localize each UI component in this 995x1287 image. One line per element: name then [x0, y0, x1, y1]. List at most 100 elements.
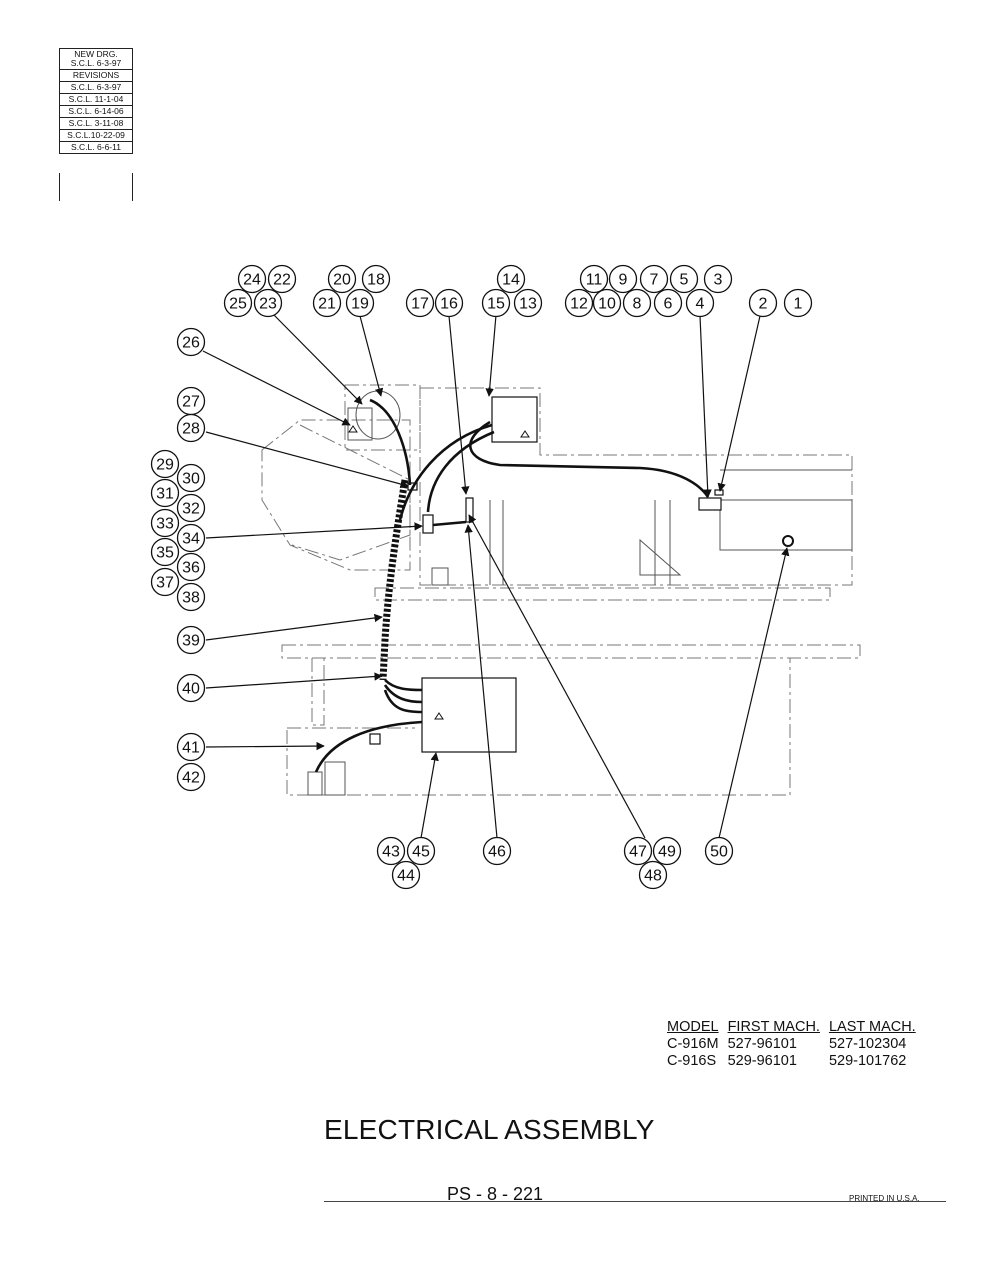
- callout-number-28: 28: [182, 421, 200, 438]
- callout-number-10: 10: [598, 296, 616, 313]
- callout-number-17: 17: [411, 296, 429, 313]
- model-column-header: MODEL: [667, 1019, 719, 1035]
- footer-rule: [324, 1201, 946, 1202]
- page-number: PS - 8 - 221: [447, 1184, 544, 1204]
- cable-lower-box-3: [383, 689, 423, 714]
- callout-number-9: 9: [619, 272, 628, 289]
- callout-balloon-14: [496, 264, 526, 294]
- new-drawing-date: S.C.L. 6-3-97: [70, 58, 122, 68]
- cable-upper-box-down-1: [398, 423, 493, 521]
- callout-number-44: 44: [397, 868, 415, 885]
- first-machine-column-header: FIRST MACH.: [727, 1019, 820, 1035]
- leader-46: [464, 524, 498, 839]
- model-cell: C-916M: [667, 1036, 719, 1052]
- leader-lines: [202, 312, 790, 839]
- callout-balloon-8: [622, 288, 652, 318]
- callout-balloon-26: [176, 327, 206, 357]
- top-wheel-outline: [344, 384, 421, 451]
- callout-number-46: 46: [488, 844, 506, 861]
- cable-upper-box-to-right: [469, 420, 710, 498]
- callout-number-40: 40: [182, 681, 200, 698]
- callout-balloon-10: [592, 288, 622, 318]
- callout-balloons: 1234567891011121314151617181920212223242…: [150, 264, 813, 890]
- callout-number-6: 6: [664, 296, 673, 313]
- sensor-46: [465, 497, 474, 523]
- control-box-upper: [491, 396, 538, 443]
- callout-number-42: 42: [182, 770, 200, 787]
- callout-number-20: 20: [333, 272, 351, 289]
- callout-balloon-35: [150, 537, 180, 567]
- callout-balloon-15: [481, 288, 511, 318]
- callout-balloon-3: [703, 264, 733, 294]
- callout-number-29: 29: [156, 457, 174, 474]
- callout-number-12: 12: [570, 296, 588, 313]
- callout-balloon-13: [513, 288, 543, 318]
- leader-45: [420, 752, 439, 839]
- callout-balloon-28: [176, 413, 206, 443]
- machine-detail: [307, 390, 853, 796]
- first-machine-cell: 527-96101: [727, 1036, 797, 1052]
- callout-balloon-43: [376, 836, 406, 866]
- callout-balloon-4: [685, 288, 715, 318]
- callout-balloon-22: [267, 264, 297, 294]
- leader-26: [202, 350, 351, 426]
- new-drawing-cell: NEW DRG. S.C.L. 6-3-97: [60, 49, 132, 70]
- last-machine-column-header: LAST MACH.: [828, 1019, 916, 1035]
- callout-balloon-7: [639, 264, 669, 294]
- leader-28: [205, 431, 409, 489]
- limit-switch-block: [698, 497, 722, 511]
- callout-balloon-44: [391, 860, 421, 890]
- revision-entry: S.C.L. 6-14-06: [60, 106, 132, 118]
- callout-balloon-41: [176, 732, 206, 762]
- leader-16: [448, 315, 470, 495]
- junction-41: [369, 733, 381, 745]
- leader-4: [699, 315, 712, 498]
- clamp-block: [431, 567, 449, 586]
- callout-balloon-6: [653, 288, 683, 318]
- callout-number-36: 36: [182, 560, 200, 577]
- leader-19: [359, 315, 384, 397]
- right-vise-block: [719, 499, 853, 551]
- callout-number-43: 43: [382, 844, 400, 861]
- callout-balloon-1: [783, 288, 813, 318]
- machine-head-outline: [261, 419, 411, 571]
- callout-balloon-24: [237, 264, 267, 294]
- cable-lower-box-2: [383, 684, 423, 704]
- last-machine-cell: 529-101762: [828, 1053, 907, 1069]
- callout-number-19: 19: [351, 296, 369, 313]
- callout-number-4: 4: [696, 296, 705, 313]
- control-box-lower: [421, 677, 517, 753]
- callout-number-14: 14: [502, 272, 520, 289]
- callout-number-18: 18: [367, 272, 385, 289]
- table-rail-outline: [281, 644, 861, 659]
- callout-balloon-45: [406, 836, 436, 866]
- callout-number-15: 15: [487, 296, 505, 313]
- column-left: [489, 500, 504, 585]
- base-frame-outline: [286, 658, 791, 796]
- callout-number-11: 11: [586, 272, 603, 289]
- callout-balloon-47: [623, 836, 653, 866]
- callout-number-32: 32: [182, 501, 200, 518]
- callout-number-24: 24: [243, 272, 261, 289]
- vise-support: [654, 500, 671, 585]
- cable-sensor: [432, 520, 467, 527]
- triangle-support: [639, 538, 682, 576]
- callout-number-8: 8: [633, 296, 642, 313]
- callout-balloon-12: [564, 288, 594, 318]
- callout-number-30: 30: [182, 471, 200, 488]
- revision-entry: S.C.L. 6-6-11: [71, 142, 121, 152]
- callout-balloon-50: [704, 836, 734, 866]
- leader-50: [718, 547, 790, 839]
- callout-balloon-9: [608, 264, 638, 294]
- cable-lower-to-pad: [314, 720, 423, 773]
- top-wheel: [355, 390, 401, 440]
- table-row: C-916M 527-96101 527-102304: [667, 1036, 925, 1053]
- last-machine-cell: 527-102304: [828, 1036, 907, 1052]
- callout-balloon-11: [579, 264, 609, 294]
- model-cell: C-916S: [667, 1053, 717, 1069]
- callout-number-31: 31: [156, 486, 174, 503]
- callout-balloon-37: [150, 567, 180, 597]
- emergency-stop-50: [782, 535, 794, 547]
- leader-34: [205, 522, 423, 539]
- callout-balloon-29: [150, 449, 180, 479]
